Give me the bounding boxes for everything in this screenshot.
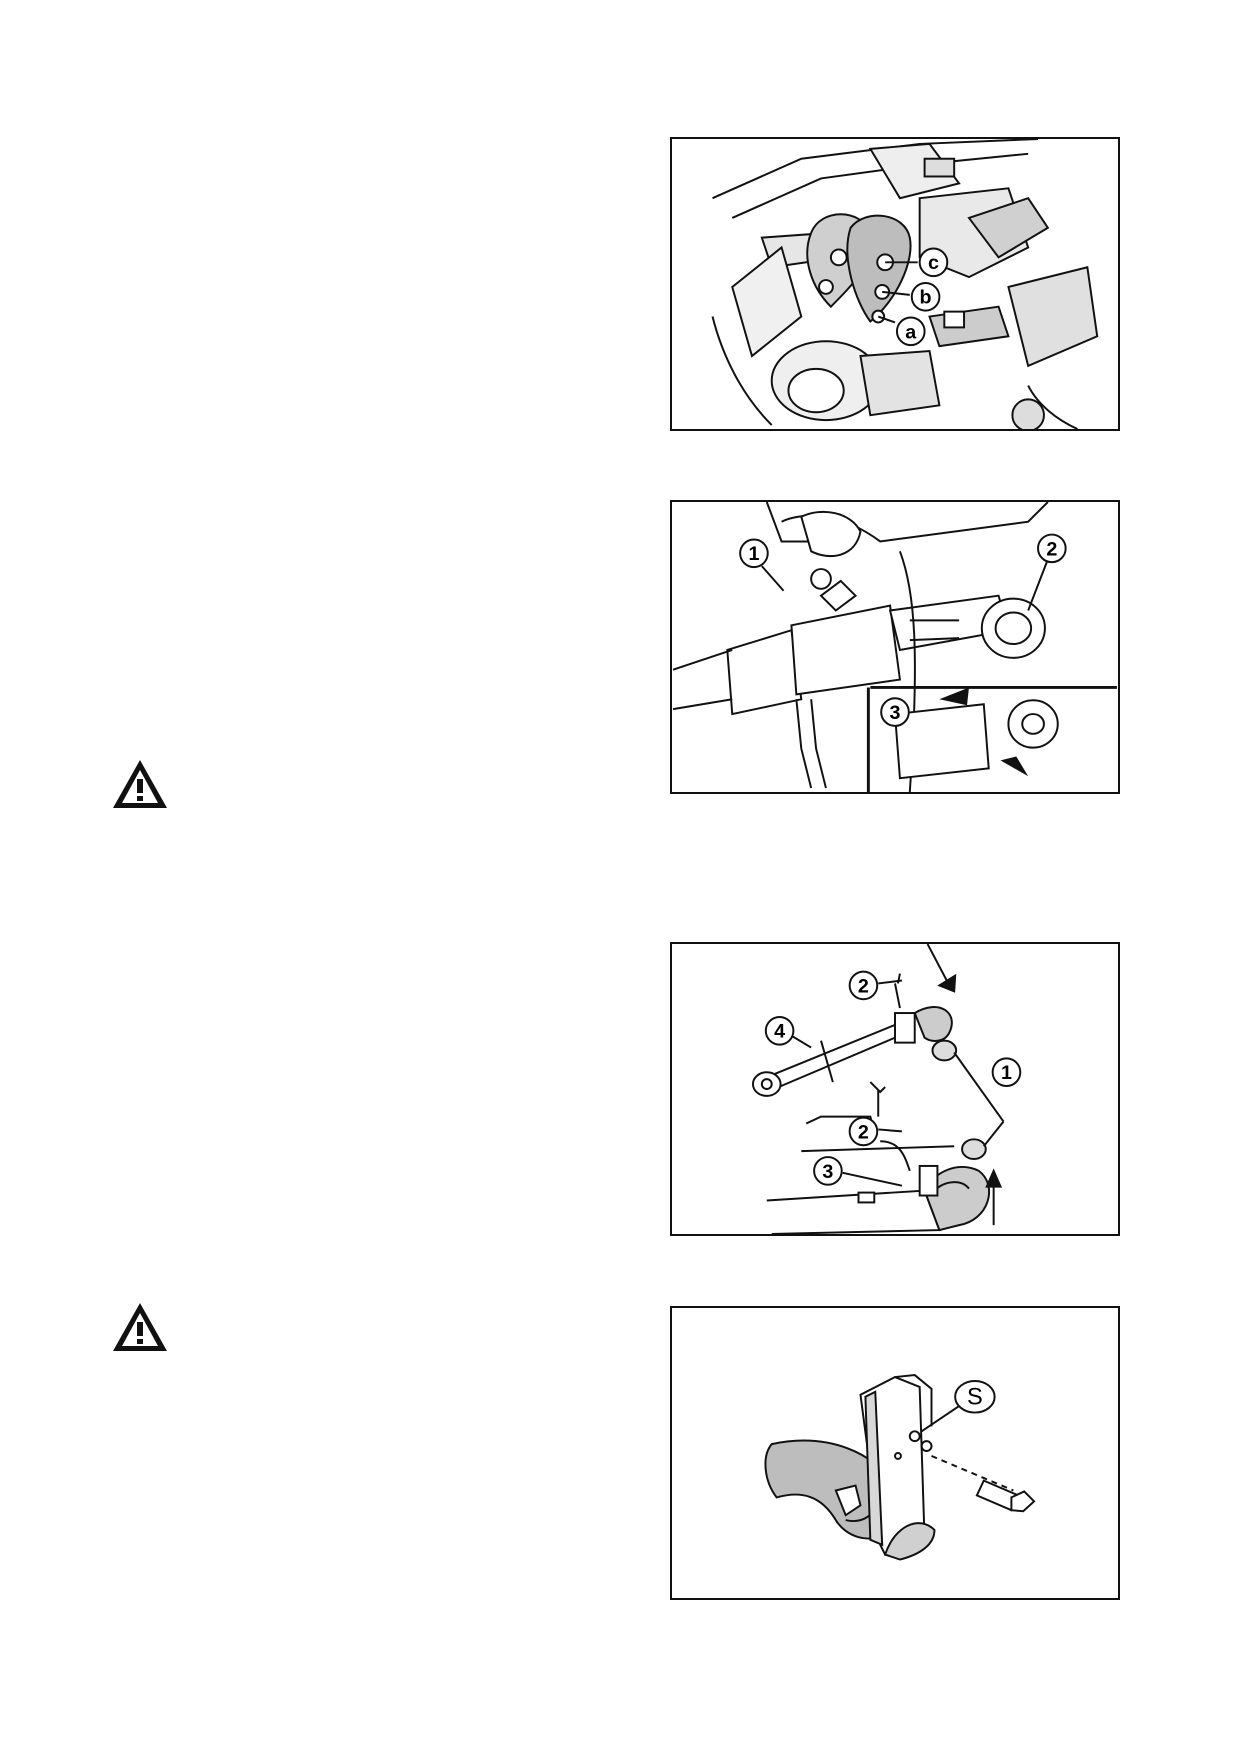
svg-text:S: S [967, 1385, 983, 1411]
callout-1: 1 [739, 538, 769, 569]
svg-text:2: 2 [858, 975, 869, 997]
callout-2-bottom: 2 [848, 1116, 879, 1147]
figure-hook-assembly: 2 4 1 2 3 [670, 942, 1120, 1236]
callout-2: 2 [1037, 533, 1067, 564]
figure-stabilizer-adjust: 1 2 3 [670, 500, 1120, 794]
svg-text:1: 1 [1001, 1062, 1012, 1084]
callout-s: S [954, 1380, 996, 1414]
stabilizer-illustration: 1 2 3 [672, 502, 1117, 792]
svg-text:c: c [928, 252, 939, 274]
svg-text:a: a [905, 321, 917, 343]
figure-hook-bolt: S [670, 1306, 1120, 1600]
warning-triangle-icon [110, 1300, 170, 1354]
warning-triangle-icon [110, 757, 170, 811]
svg-text:3: 3 [890, 702, 901, 724]
callout-4: 4 [764, 1016, 795, 1046]
callout-3: 3 [813, 1156, 843, 1186]
svg-text:b: b [920, 287, 932, 309]
callout-2-top: 2 [848, 970, 879, 1001]
hook-assembly-illustration: 2 4 1 2 3 [751, 944, 1022, 1234]
callout-1: 1 [991, 1057, 1022, 1088]
hook-bolt-illustration: S [764, 1374, 1036, 1561]
svg-text:2: 2 [858, 1121, 869, 1143]
callout-3: 3 [880, 697, 910, 727]
callout-c: c [918, 247, 949, 278]
svg-text:4: 4 [774, 1021, 785, 1043]
callout-a: a [895, 316, 926, 347]
svg-text:3: 3 [822, 1161, 833, 1183]
linkage-illustration: c b a [711, 139, 1099, 429]
svg-text:2: 2 [1046, 538, 1057, 560]
svg-text:1: 1 [748, 543, 759, 565]
figure-linkage-holes: c b a [670, 137, 1120, 431]
callout-b: b [910, 282, 941, 312]
